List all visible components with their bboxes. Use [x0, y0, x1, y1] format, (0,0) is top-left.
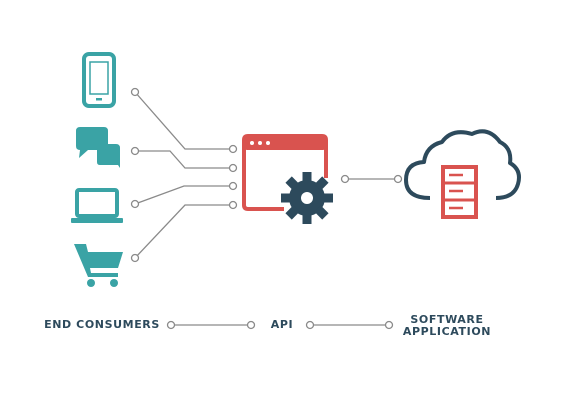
software-application-label: SOFTWARE APPLICATION	[396, 314, 498, 338]
end-consumers-label: END CONSUMERS	[44, 318, 160, 331]
software-label-line1: SOFTWARE	[410, 313, 484, 326]
chat-bubbles-icon	[76, 127, 120, 168]
api-window-gear-icon	[242, 134, 333, 224]
api-label: API	[270, 318, 294, 331]
label-connectors	[166, 320, 394, 330]
laptop-icon	[71, 188, 123, 223]
shopping-cart-icon	[74, 244, 123, 287]
gear-icon	[281, 172, 333, 224]
cloud-server-icon	[404, 129, 521, 219]
software-label-line2: APPLICATION	[402, 325, 492, 338]
consumer-connectors	[130, 87, 238, 263]
server-icon	[441, 165, 478, 219]
smartphone-icon	[82, 52, 116, 108]
api-software-connector	[340, 174, 403, 184]
